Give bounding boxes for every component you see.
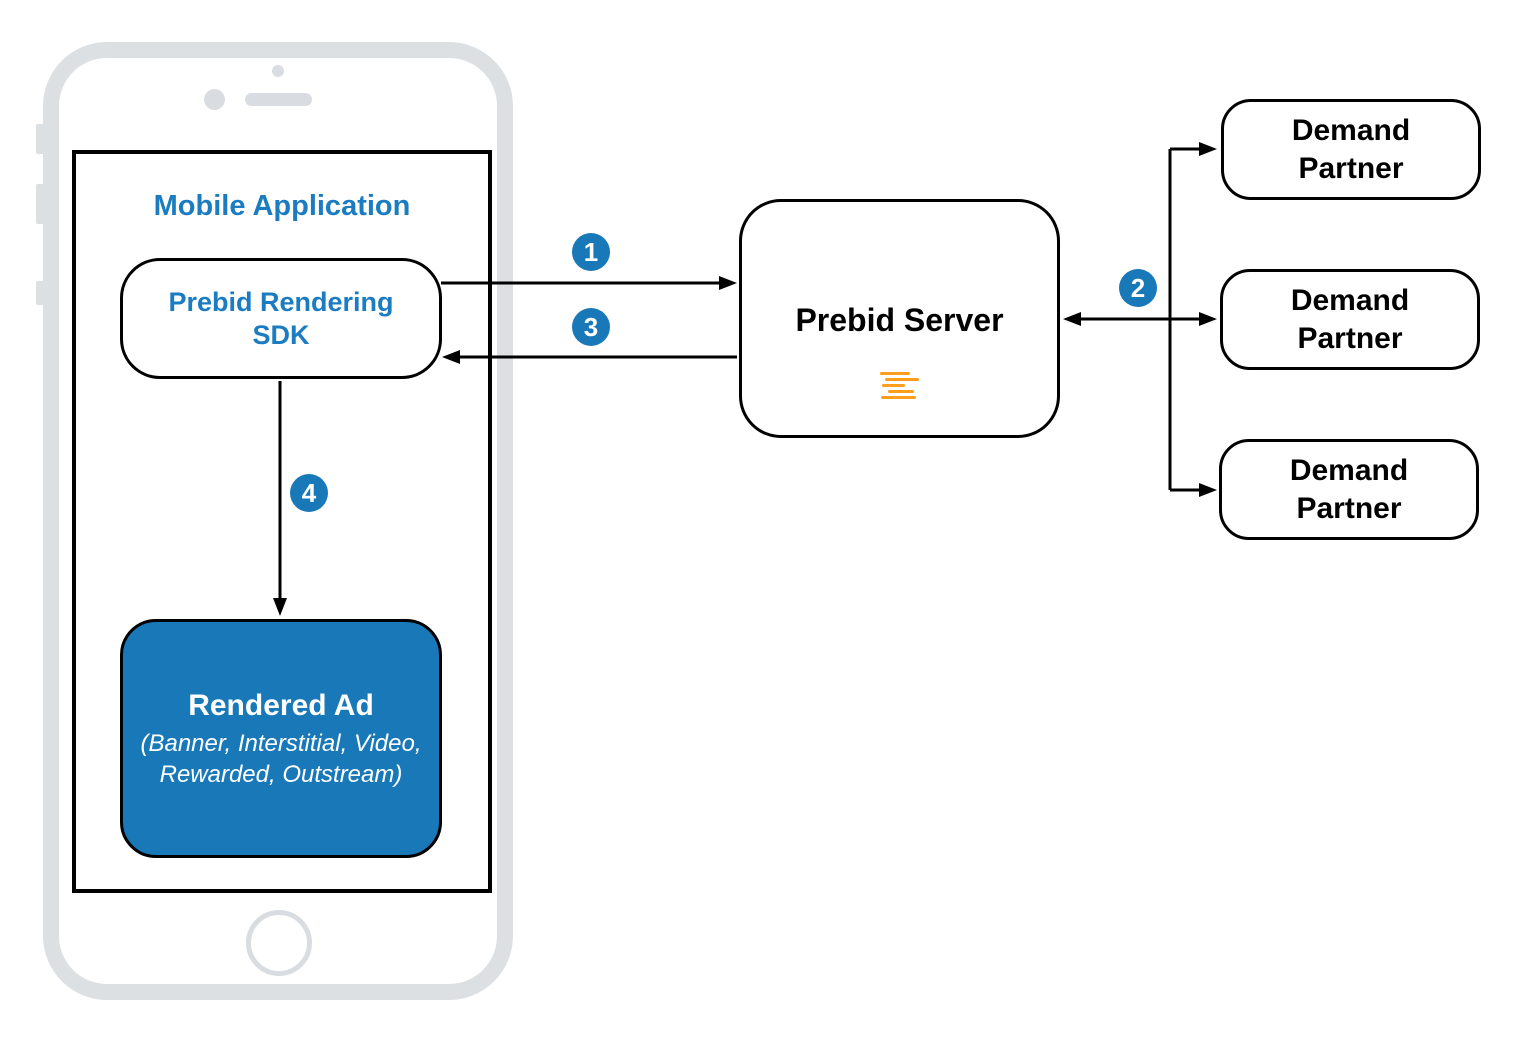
prebid-server-label: Prebid Server [795,302,1004,338]
demand-partner-label: Demand Partner [1291,113,1411,185]
phone-side-button [36,281,45,305]
step-badge-label: 1 [583,236,599,267]
prebid-logo-icon [879,354,920,399]
prebid-server-box: Prebid Server [739,199,1060,438]
rendered-ad-subtitle: (Banner, Interstitial, Video, Rewarded, … [140,729,422,788]
phone-side-button [36,184,45,224]
step-badge-4: 4 [290,474,328,512]
prebid-rendering-sdk-label: Prebid Rendering SDK [168,286,394,350]
mobile-application-title: Mobile Application [153,190,411,222]
phone-camera-icon [204,89,225,110]
prebid-rendering-sdk-box: Prebid Rendering SDK [120,258,442,379]
phone-side-button [36,124,45,154]
demand-partner-box: Demand Partner [1219,439,1479,540]
step-badge-label: 2 [1130,272,1146,303]
demand-partner-box: Demand Partner [1221,99,1481,200]
step-badge-label: 4 [301,477,317,508]
phone-speaker-icon [245,93,312,106]
demand-partner-box: Demand Partner [1220,269,1480,370]
step-badge-1: 1 [572,233,610,271]
step-badge-3: 3 [572,308,610,346]
demand-partner-label: Demand Partner [1289,453,1409,525]
demand-partner-label: Demand Partner [1290,283,1410,355]
step-badge-label: 3 [583,311,599,342]
rendered-ad-box: Rendered Ad (Banner, Interstitial, Video… [120,619,442,858]
rendered-ad-title: Rendered Ad [188,688,374,722]
phone-camera-dot-icon [272,65,284,77]
step-badge-2: 2 [1119,269,1157,307]
phone-home-button-icon [246,910,312,976]
